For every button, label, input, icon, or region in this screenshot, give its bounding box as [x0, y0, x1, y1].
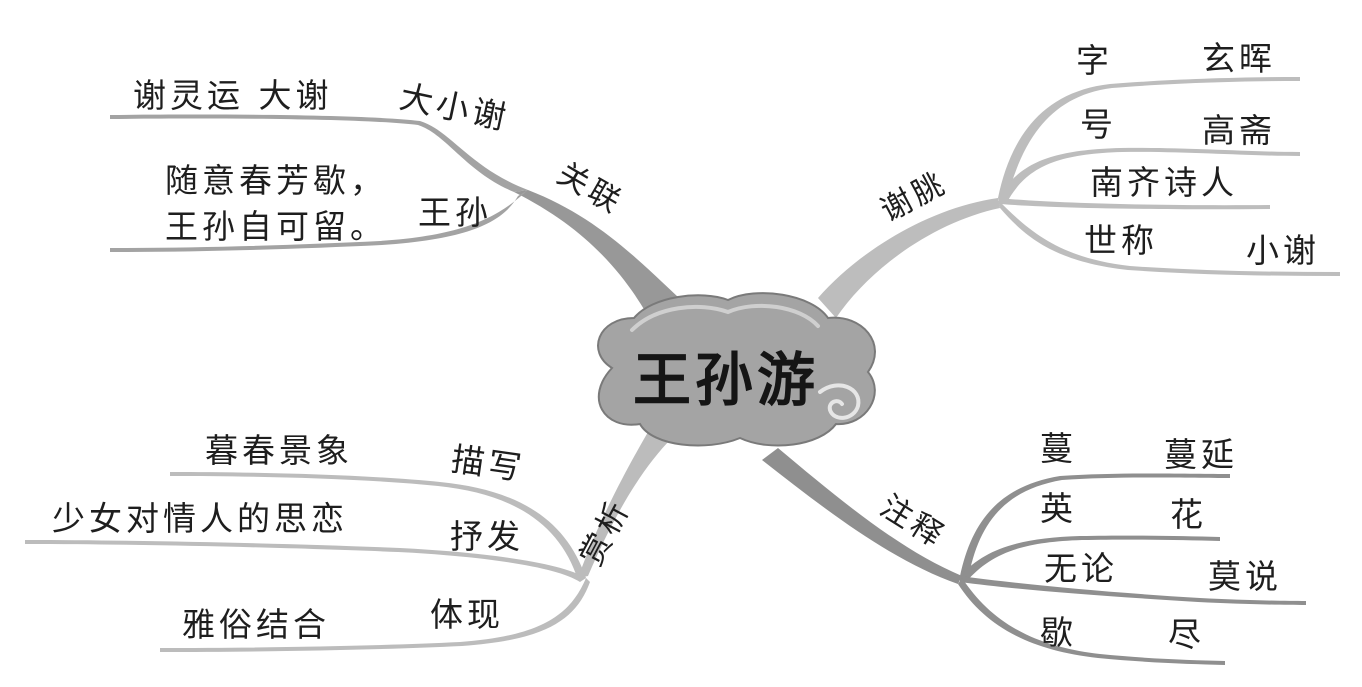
zhushi-item-key-wulun: 无论	[1044, 549, 1118, 588]
xietiao-item-key-zi: 字	[1076, 41, 1113, 80]
xietiao-item-value-zi: 玄晖	[1202, 39, 1276, 78]
xietiao-item-key-nanqi: 南齐诗人	[1090, 163, 1238, 202]
xietiao-item-value-shicheng: 小谢	[1246, 231, 1320, 270]
shangxi-item-key-miaoxie: 描写	[449, 439, 528, 488]
zhushi-item-value-ying: 花	[1170, 495, 1207, 534]
xietiao-item-key-shicheng: 世称	[1084, 221, 1158, 260]
guanlian-item-value-daxie: 谢灵运 大谢	[133, 76, 333, 115]
guanlian-item-value-line1: 随意春芳歇，	[165, 161, 387, 200]
shangxi-item-key-shufa: 抒发	[450, 517, 524, 556]
shangxi-item-value-shufa: 少女对情人的思恋	[52, 499, 348, 538]
zhushi-item-key-xie: 歇	[1040, 613, 1077, 652]
branch-shangxi-label: 赏析	[573, 493, 638, 572]
guanlian-item-key-wangsun: 王孙	[418, 193, 492, 232]
xietiao-item-value-hao: 高斋	[1202, 111, 1276, 150]
guanlian-item-value-line2: 王孙自可留。	[165, 207, 387, 246]
guanlian-item-key-daxiaoxie: 大小谢	[396, 77, 513, 138]
shangxi-item-key-tixian: 体现	[430, 595, 504, 634]
shangxi-item-value-miaoxie: 暮春景象	[205, 431, 353, 470]
zhushi-item-key-ying: 英	[1040, 489, 1077, 528]
xietiao-item-key-hao: 号	[1080, 105, 1117, 144]
zhushi-item-value-man: 蔓延	[1164, 435, 1238, 474]
zhushi-item-key-man: 蔓	[1040, 429, 1077, 468]
zhushi-item-value-xie: 尽	[1168, 615, 1205, 654]
shangxi-item-value-tixian: 雅俗结合	[182, 605, 330, 644]
center-title: 王孙游	[633, 346, 819, 414]
zhushi-item-value-wulun: 莫说	[1208, 557, 1282, 596]
